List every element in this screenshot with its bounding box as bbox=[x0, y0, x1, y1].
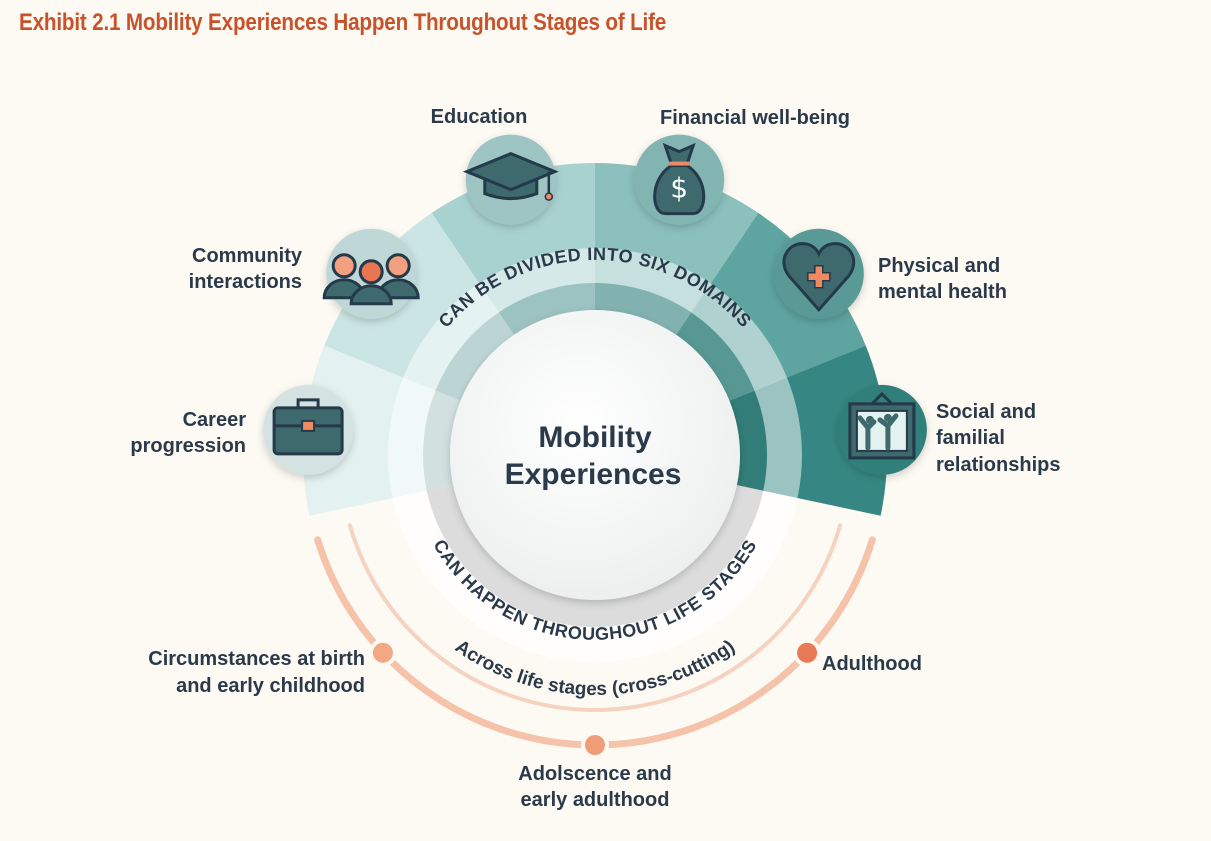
label-financial: Financial well-being bbox=[660, 107, 850, 129]
label-stage-adolescence-1: Adolscence and bbox=[518, 763, 671, 785]
center-circle bbox=[450, 310, 740, 600]
label-stage-birth-2: and early childhood bbox=[176, 675, 365, 697]
family-frame-icon bbox=[836, 384, 927, 475]
label-stage-adolescence-2: early adulthood bbox=[521, 789, 670, 811]
wedge-education bbox=[431, 163, 595, 338]
money-bag-icon: $ bbox=[634, 134, 725, 225]
life-stage-inner-arc bbox=[347, 523, 843, 713]
wedge-inner-financial bbox=[595, 283, 692, 338]
briefcase-icon bbox=[263, 384, 354, 475]
label-social-1: Social and bbox=[936, 401, 1036, 423]
stage-dot bbox=[585, 735, 605, 755]
wedge-health bbox=[674, 212, 866, 402]
label-stage-birth-1: Circumstances at birth bbox=[148, 648, 365, 670]
stage-dot bbox=[797, 642, 818, 663]
graduation-cap-icon bbox=[462, 134, 559, 225]
wedge-community bbox=[324, 212, 516, 402]
label-education: Education bbox=[431, 106, 528, 128]
wedge-financial bbox=[595, 163, 759, 338]
center-title-line1: Mobility bbox=[538, 421, 652, 454]
heart-plus-icon bbox=[773, 228, 864, 319]
label-community-2: interactions bbox=[189, 271, 302, 293]
life-stage-arcs bbox=[314, 523, 876, 759]
wedge-inner-community bbox=[435, 312, 516, 402]
inner-ring-bottom bbox=[426, 484, 764, 628]
stage-dot bbox=[372, 642, 393, 663]
label-career-1: Career bbox=[183, 409, 247, 431]
label-social-3: relationships bbox=[936, 454, 1060, 476]
text-band-top bbox=[388, 248, 802, 499]
label-health-2: mental health bbox=[878, 281, 1007, 303]
label-career-2: progression bbox=[130, 435, 246, 457]
label-community-1: Community bbox=[192, 245, 303, 267]
label-stage-adulthood: Adulthood bbox=[822, 653, 922, 675]
wedge-inner-education bbox=[498, 283, 595, 338]
people-icon bbox=[322, 228, 420, 319]
label-health-1: Physical and bbox=[878, 255, 1000, 277]
exhibit-title: Exhibit 2.1 Mobility Experiences Happen … bbox=[19, 9, 667, 36]
text-band-bottom bbox=[392, 490, 798, 663]
wedge-inner-health bbox=[674, 312, 755, 402]
center-rings bbox=[388, 248, 802, 663]
svg-text:$: $ bbox=[670, 172, 688, 205]
label-social-2: familial bbox=[936, 427, 1005, 449]
center-title-line2: Experiences bbox=[505, 458, 682, 491]
